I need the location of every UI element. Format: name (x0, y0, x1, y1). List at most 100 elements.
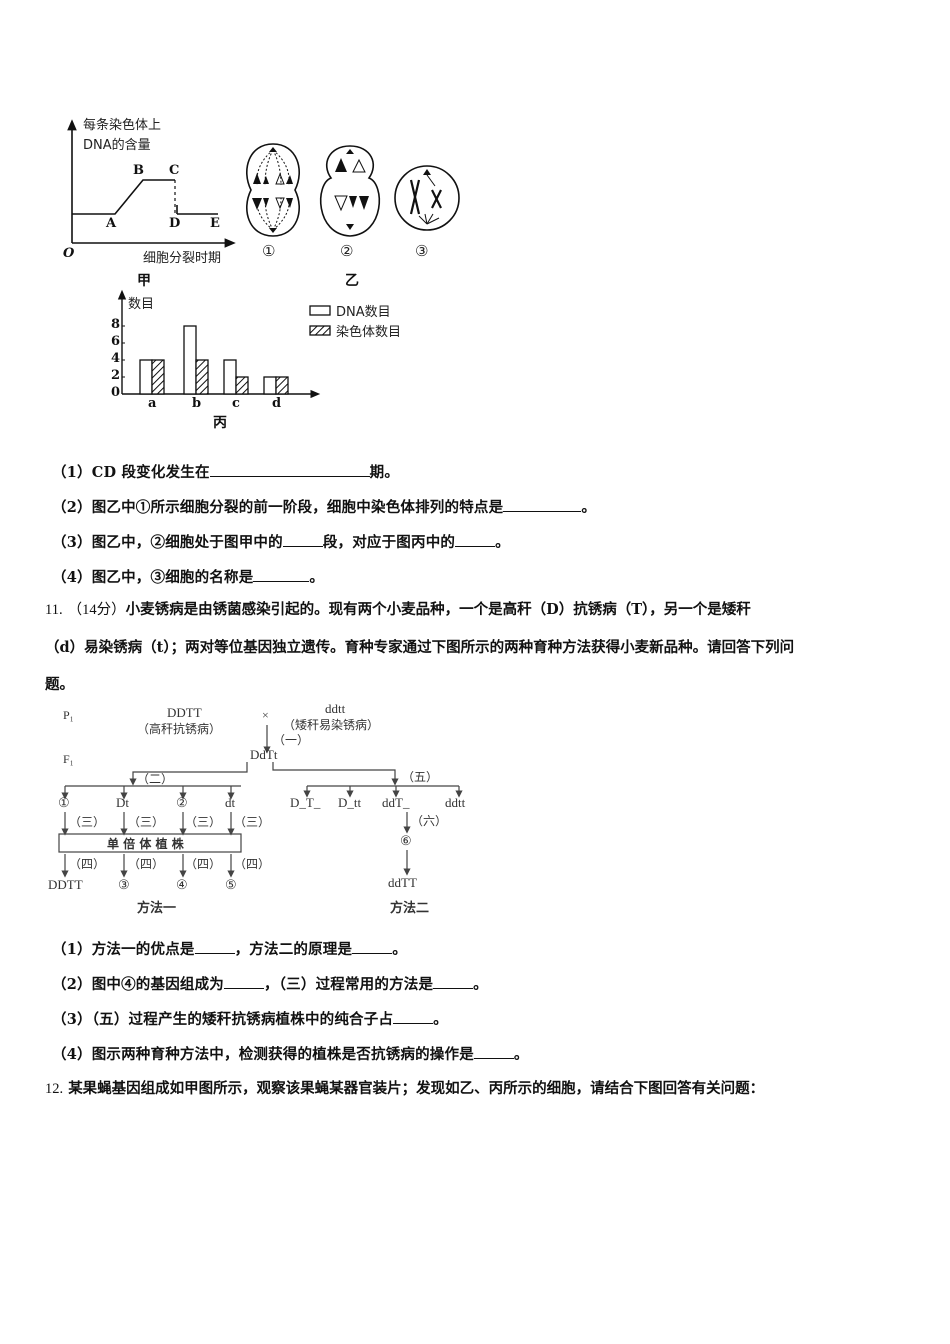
result-ddtt-method2: ddTT (388, 875, 417, 890)
figure-jia: 每条染色体上 DNA的含量 O 细胞分裂时期 A B C D E 甲 (55, 110, 245, 290)
q10-item-4: （4）图乙中，③细胞的名称是。 (52, 567, 325, 586)
answer-blank[interactable] (282, 532, 323, 547)
step-3-label: （三） (128, 815, 165, 829)
bar-d-chromosome (275, 376, 289, 395)
gamete-dt-upper: Dt (116, 795, 129, 810)
gamete-1: ① (58, 795, 70, 810)
legend-dna-swatch (309, 305, 331, 316)
bar-a-dna (139, 359, 153, 395)
y-tick-label: 2 (111, 368, 121, 383)
x-category-label: a (148, 396, 157, 411)
step-3-label: （三） (185, 815, 222, 829)
step-2-label: （二） (137, 772, 174, 786)
figure-caption-jia: 甲 (137, 273, 151, 289)
answer-blank[interactable] (393, 1009, 434, 1024)
x-category-label: c (232, 396, 240, 411)
step-4-label: （四） (128, 857, 165, 871)
parent2-genotype: ddtt (325, 701, 346, 716)
answer-blank[interactable] (194, 939, 235, 954)
breeding-diagram: P₁ F₁ DDTT （高秆抗锈病） × ddtt （矮秆易染锈病） （一） D… (45, 700, 485, 920)
bar-chart (117, 289, 331, 399)
answer-blank[interactable] (433, 974, 474, 989)
y-axis-label: 数目 (128, 297, 155, 312)
q11-stem-line1: 11. （14分）小麦锈病是由锈菌感染引起的。现有两个小麦品种，一个是高秆（D）… (45, 601, 751, 618)
p1-label: P₁ (63, 708, 74, 722)
f2-d-t: D_T_ (290, 795, 321, 810)
bar-group (139, 325, 289, 395)
answer-blank[interactable] (503, 497, 582, 512)
y-axis-label-line1: 每条染色体上 (83, 118, 162, 133)
cell-label-2: ② (340, 242, 354, 260)
x-category-label: b (192, 396, 202, 411)
q11-item-4: （4）图示两种育种方法中，检测获得的植株是否抗锈病的操作是。 (52, 1044, 529, 1063)
gamete-dt-lower: dt (225, 795, 236, 810)
x-axis-label: 细胞分裂时期 (143, 251, 222, 266)
gamete-2: ② (176, 795, 188, 810)
y-axis-label-line2: DNA的含量 (83, 138, 151, 153)
result-ddtt: DDTT (48, 877, 83, 892)
method-1-label: 方法一 (137, 901, 177, 916)
cross-symbol: × (262, 708, 269, 722)
step-4-label: （四） (185, 857, 222, 871)
q10-item-3: （3）图乙中，②细胞处于图甲中的段，对应于图丙中的。 (52, 532, 510, 551)
q11-item-2: （2）图中④的基因组成为，（三）过程常用的方法是。 (52, 974, 488, 993)
f1-genotype: DdTt (250, 747, 278, 762)
q12-stem: 12. 某果蝇基因组成如甲图所示，观察该果蝇某器官装片；发现如乙、丙所示的细胞，… (45, 1080, 765, 1097)
step-4-label: （四） (234, 857, 271, 871)
point-a: A (106, 216, 117, 231)
figure-yi: ① ② ③ 乙 (235, 140, 465, 290)
y-tick-label: 6 (111, 334, 121, 349)
step-3-label: （三） (234, 815, 271, 829)
figure-caption-yi: 乙 (345, 273, 359, 289)
step-1-label: （一） (273, 733, 310, 747)
cell-2-diagram (320, 145, 380, 237)
q11-item-1: （1）方法一的优点是，方法二的原理是。 (52, 939, 407, 958)
figure-caption-bing: 丙 (213, 415, 227, 431)
cell-1-diagram (246, 143, 300, 237)
step-3-label: （三） (69, 815, 106, 829)
step-6-label: （六） (411, 814, 448, 828)
bar-b-dna (183, 325, 197, 395)
answer-blank[interactable] (224, 974, 265, 989)
y-tick-label: 0 (111, 385, 121, 400)
q10-item-2: （2）图乙中①所示细胞分裂的前一阶段，细胞中染色体排列的特点是。 (52, 497, 597, 516)
f2-ddtt: ddtt (445, 795, 466, 810)
result-4: ④ (176, 877, 188, 892)
parent2-desc: （矮秆易染锈病） (283, 718, 380, 732)
step-5-label: （五） (402, 770, 439, 784)
f2-d-tt: D_tt (338, 795, 362, 810)
answer-blank[interactable] (209, 462, 370, 477)
bar-a-chromosome (151, 359, 165, 395)
f1-label: F₁ (63, 752, 74, 766)
method-2-label: 方法二 (390, 901, 430, 916)
bar-c-dna (223, 359, 237, 395)
step-4-label: （四） (69, 857, 106, 871)
point-d: D (169, 216, 181, 231)
legend-chromosome-swatch (309, 325, 331, 336)
q10-item-1: （1）CD 段变化发生在期。 (52, 462, 400, 481)
q11-stem-line3: 题。 (45, 676, 74, 693)
cell-label-1: ① (262, 242, 276, 260)
q11-stem-line2: （d）易染锈病（t）；两对等位基因独立遗传。育种专家通过下图所示的两种育种方法获… (45, 639, 795, 656)
parent1-genotype: DDTT (167, 705, 202, 720)
answer-blank[interactable] (352, 939, 393, 954)
legend-chromosome-label: 染色体数目 (336, 325, 402, 340)
answer-blank[interactable] (253, 567, 310, 582)
origin-label: O (63, 246, 75, 261)
result-3: ③ (118, 877, 130, 892)
point-e: E (210, 216, 220, 231)
answer-blank[interactable] (455, 532, 496, 547)
y-tick-label: 8 (111, 317, 121, 332)
x-category-label: d (272, 396, 282, 411)
f2-dd-t: ddT_ (382, 795, 410, 810)
result-5: ⑤ (225, 877, 237, 892)
cell-division-diagrams (246, 143, 460, 237)
cell-label-3: ③ (415, 242, 429, 260)
parent1-desc: （高秆抗锈病） (137, 722, 222, 736)
bar-d-dna (263, 376, 277, 395)
q11-item-3: （3）（五）过程产生的矮秆抗锈病植株中的纯合子占。 (52, 1009, 448, 1028)
answer-blank[interactable] (473, 1044, 514, 1059)
dna-content-line-graph (67, 119, 236, 248)
point-b: B (133, 163, 144, 178)
